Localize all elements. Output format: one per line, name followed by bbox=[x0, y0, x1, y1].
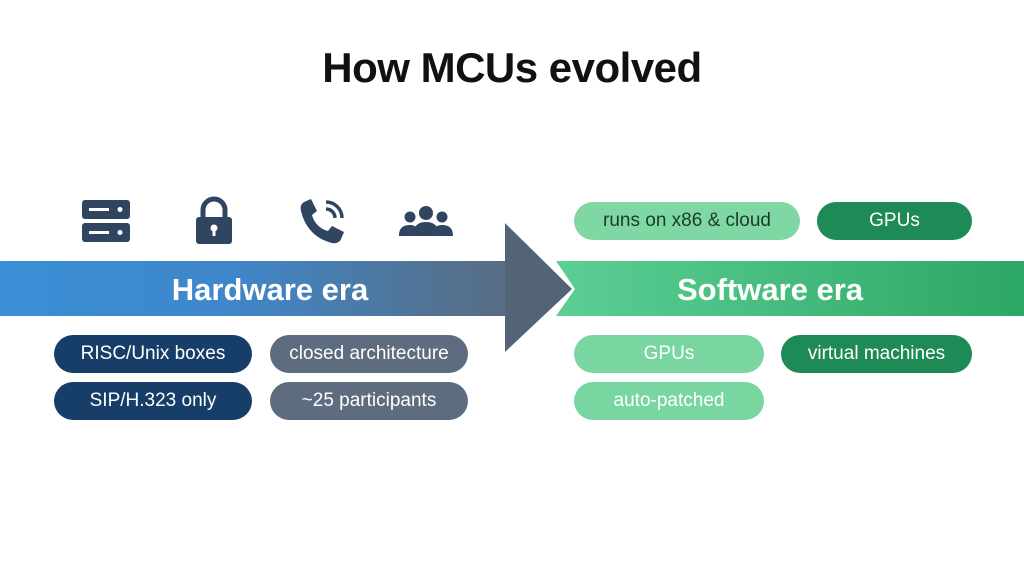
pill-runs-on-x86-cloud: runs on x86 & cloud bbox=[574, 202, 800, 240]
hardware-era-label: Hardware era bbox=[171, 272, 369, 307]
software-band bbox=[556, 261, 1024, 316]
phone-call-icon bbox=[296, 196, 352, 246]
pill-25-participants: ~25 participants bbox=[270, 382, 468, 420]
pill-risc-unix-boxes: RISC/Unix boxes bbox=[54, 335, 252, 373]
group-icon bbox=[398, 196, 454, 246]
page-title: How MCUs evolved bbox=[322, 44, 702, 91]
lock-icon bbox=[186, 196, 242, 246]
pill-closed-architecture: closed architecture bbox=[270, 335, 468, 373]
pill-gpus-top: GPUs bbox=[817, 202, 972, 240]
pill-sip-h323-only: SIP/H.323 only bbox=[54, 382, 252, 420]
software-era-label: Software era bbox=[676, 272, 864, 307]
hardware-band bbox=[0, 261, 520, 316]
pill-gpus-bottom: GPUs bbox=[574, 335, 764, 373]
pill-auto-patched: auto-patched bbox=[574, 382, 764, 420]
pill-virtual-machines: virtual machines bbox=[781, 335, 972, 373]
server-icon bbox=[78, 196, 134, 246]
era-arrow bbox=[505, 223, 572, 352]
